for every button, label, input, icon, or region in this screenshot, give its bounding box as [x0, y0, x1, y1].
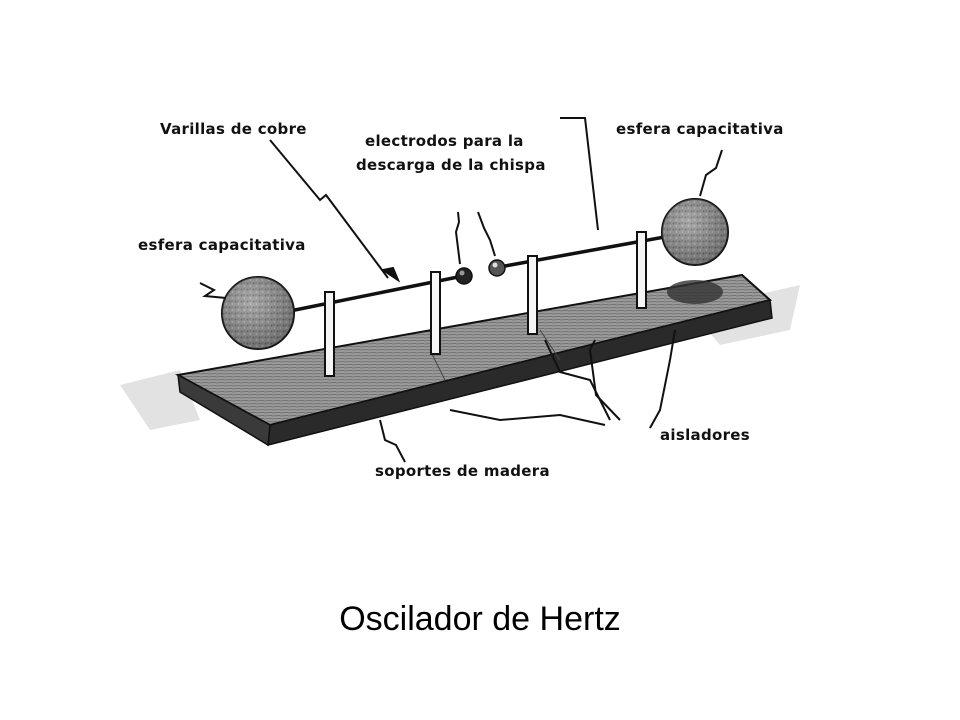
- slide-caption: Oscilador de Hertz: [339, 600, 621, 638]
- insulator-post: [324, 291, 335, 377]
- label-insulators: aisladores: [660, 426, 750, 444]
- label-copper-rods: Varillas de cobre: [160, 120, 307, 138]
- label-electrodes-line2: descarga de la chispa: [356, 156, 546, 174]
- copper-rod-left: [284, 275, 459, 314]
- electrode-ball-left: [455, 267, 473, 285]
- hertz-oscillator-diagram: Varillas de cobre electrodos para la des…: [120, 117, 800, 480]
- leader-lines: [199, 117, 723, 463]
- insulator-post: [636, 231, 647, 309]
- electrode-ball-right: [488, 259, 506, 277]
- insulators: [324, 231, 647, 377]
- label-sphere-right: esfera capacitativa: [616, 120, 784, 138]
- label-electrodes-line1: electrodos para la: [365, 132, 524, 150]
- label-wooden-supports: soportes de madera: [375, 462, 550, 480]
- wooden-board: [175, 273, 773, 447]
- insulator-post: [430, 271, 441, 355]
- spark-electrodes: [455, 259, 506, 285]
- label-sphere-left: esfera capacitativa: [138, 236, 306, 254]
- insulator-post: [527, 255, 538, 335]
